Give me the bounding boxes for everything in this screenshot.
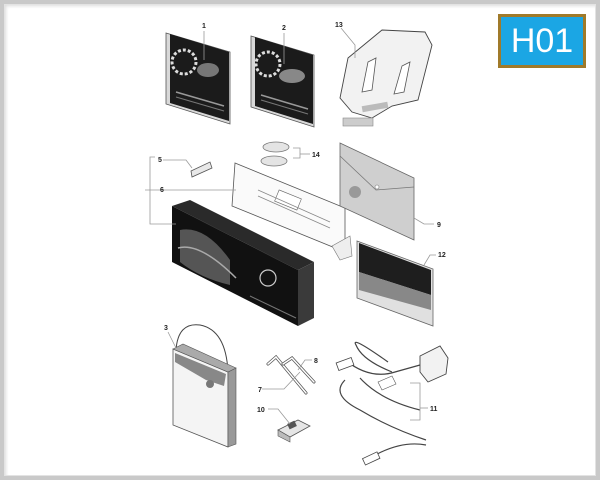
callout-8: 8 bbox=[314, 358, 318, 365]
callout-7: 7 bbox=[258, 387, 262, 394]
part-3-pouch-bag[interactable] bbox=[172, 324, 237, 448]
leader-lines bbox=[145, 27, 436, 425]
callout-3: 3 bbox=[164, 325, 168, 332]
part-7-allen-key[interactable] bbox=[266, 354, 308, 395]
part-5-key-tag[interactable] bbox=[190, 161, 213, 178]
part-10-clip[interactable] bbox=[277, 419, 311, 443]
callout-1: 1 bbox=[202, 23, 206, 30]
part-6-presentation-box[interactable] bbox=[172, 200, 314, 326]
part-9-envelope[interactable] bbox=[339, 142, 415, 241]
callout-9: 9 bbox=[437, 222, 441, 229]
callout-12: 12 bbox=[438, 252, 446, 259]
callout-13: 13 bbox=[335, 22, 343, 29]
part-13-mounting-plate[interactable] bbox=[339, 29, 433, 127]
part-6-info-card[interactable] bbox=[231, 162, 353, 261]
callout-11: 11 bbox=[430, 406, 438, 413]
section-code-badge: H01 bbox=[498, 14, 586, 68]
callout-10: 10 bbox=[257, 407, 265, 414]
part-8-allen-key[interactable] bbox=[281, 356, 316, 384]
callout-6: 6 bbox=[160, 187, 164, 194]
callout-5: 5 bbox=[158, 157, 162, 164]
part-11-charger[interactable] bbox=[335, 341, 449, 466]
callout-2: 2 bbox=[282, 25, 286, 32]
part-2-manual[interactable] bbox=[250, 35, 315, 128]
part-1-manual[interactable] bbox=[165, 32, 231, 125]
part-14-stickers[interactable] bbox=[260, 141, 290, 167]
callout-14: 14 bbox=[312, 152, 320, 159]
part-12-booklet[interactable] bbox=[356, 240, 434, 327]
